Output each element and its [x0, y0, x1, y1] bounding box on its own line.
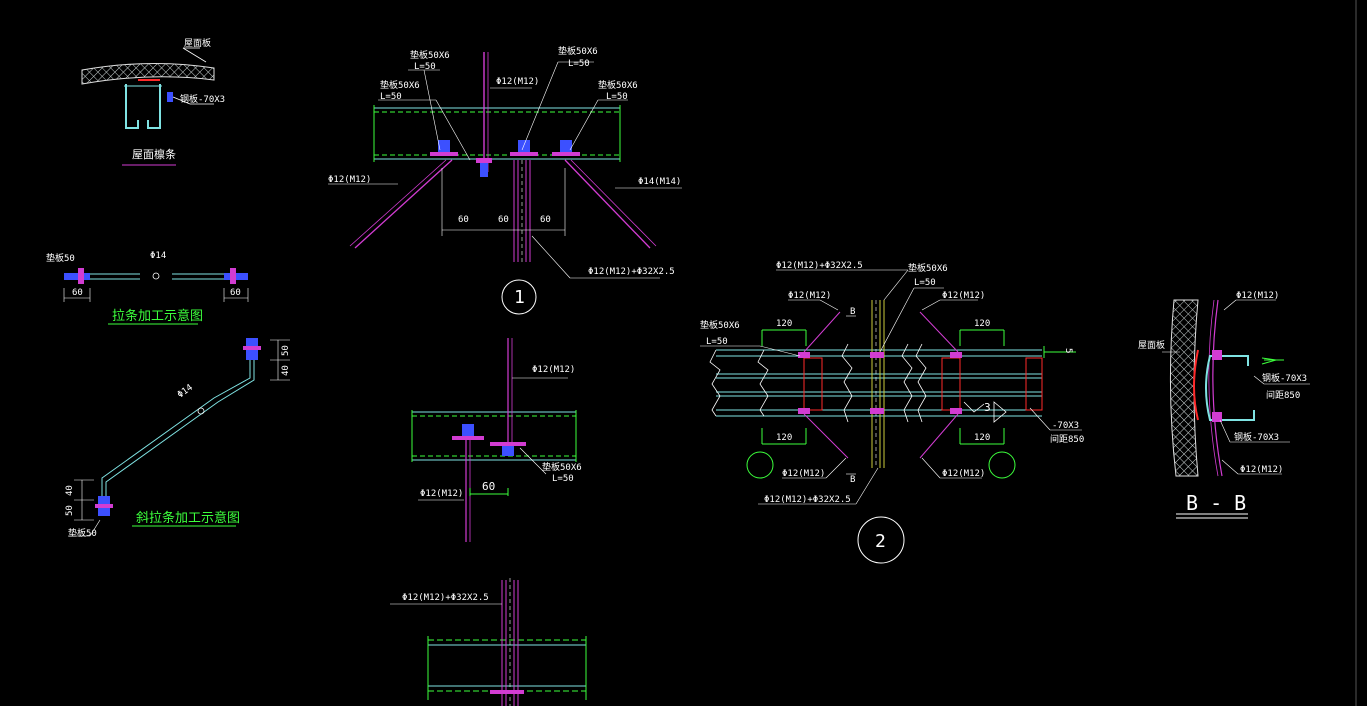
d2-plate: -70X3: [1052, 421, 1079, 431]
d2-dim-br: 120: [974, 433, 990, 443]
d1-rod-right: Φ14(M14): [638, 177, 681, 187]
d2-spacing: 间距850: [1050, 433, 1084, 445]
d1-dim-2: 60: [498, 215, 509, 225]
detail-roof-purlin: 屋面板 钢板-70X3 屋面檩条: [81, 37, 225, 166]
bb-plate-2: 钢板-70X3: [1234, 431, 1279, 443]
bb-panel: 屋面板: [1138, 339, 1165, 351]
bottom-rod: Φ12(M12)+Φ32X2.5: [402, 593, 489, 603]
d1-pad-right-len: L=50: [606, 92, 628, 102]
d2-sec-bottom: B: [850, 475, 855, 485]
tie-pad-label: 垫板50: [46, 252, 75, 264]
detail-1: 60 60 60 垫板50X6 L=50 垫板50X6 L=50 垫板50X6 …: [328, 45, 682, 315]
diag-dim-b: 40: [281, 365, 291, 376]
d2-pad-left-len: L=50: [706, 337, 728, 347]
d2-dim-bl: 120: [776, 433, 792, 443]
detail-2: Φ12(M12)+Φ32X2.5 垫板50X6 L=50 Φ12(M12) Φ1…: [700, 261, 1084, 564]
bb-rod-bottom: Φ12(M12): [1240, 465, 1283, 475]
mid-rod-top: Φ12(M12): [532, 365, 575, 375]
d2-marker-circle: [857, 516, 905, 564]
d1-rod-bottom: Φ12(M12)+Φ32X2.5: [588, 267, 675, 277]
d2-sec-top: B: [850, 307, 855, 317]
detail-tie-rod: 垫板50 Φ14 60 60 拉条加工示意图: [46, 251, 249, 325]
bolt-1b: [510, 140, 538, 156]
bb-spacing: 间距850: [1266, 389, 1300, 401]
d1-pad-right: 垫板50X6: [598, 79, 638, 91]
d1-pad-left-len: L=50: [380, 92, 402, 102]
d2-rod-br: Φ12(M12): [942, 469, 985, 479]
d1-rod-left: Φ12(M12): [328, 175, 371, 185]
diag-pad-label: 垫板50: [68, 527, 97, 539]
d2-dim-tr: 120: [974, 319, 990, 329]
mid-rod-left: Φ12(M12): [420, 489, 463, 499]
roof-purlin-title: 屋面檩条: [132, 147, 176, 161]
roof-plate-label: 钢板-70X3: [180, 93, 225, 105]
diag-dim-d: 50: [65, 505, 75, 516]
section-bb: Φ12(M12) 屋面板 钢板-70X3 间距850 钢板-70X3 Φ12(M…: [1138, 291, 1310, 519]
bb-title: B - B: [1186, 491, 1246, 515]
bb-rod-top: Φ12(M12): [1236, 291, 1279, 301]
d1-pad-top-right-len: L=50: [568, 59, 590, 69]
d2-rod-tr: Φ12(M12): [942, 291, 985, 301]
d2-pad-top-len: L=50: [914, 278, 936, 288]
diag-dim-c: 40: [65, 485, 75, 496]
tie-title: 拉条加工示意图: [112, 308, 203, 324]
d1-pad-top-left-len: L=50: [414, 62, 436, 72]
roof-panel-label: 屋面板: [184, 37, 211, 49]
mid-pad-len: L=50: [552, 474, 574, 484]
d2-rod-top-sleeve: Φ12(M12)+Φ32X2.5: [776, 261, 863, 271]
d2-pad-left: 垫板50X6: [700, 319, 740, 331]
d1-dim-1: 60: [458, 215, 469, 225]
tie-rod-label: Φ14: [150, 251, 166, 261]
mid-pad: 垫板50X6: [542, 461, 582, 473]
d1-pad-top-right: 垫板50X6: [558, 45, 598, 57]
d1-marker: 1: [514, 287, 525, 308]
diag-dim-a: 50: [281, 345, 291, 356]
diag-rod-label: Φ14: [176, 383, 195, 401]
bolt-1a: [430, 140, 458, 156]
d2-dim-side: 5: [1063, 348, 1073, 353]
d1-pad-top-left: 垫板50X6: [410, 49, 450, 61]
detail-diagonal-tie: Φ14 50 40 40 50 垫板50 斜拉条加工示意图: [65, 338, 291, 539]
tie-dim-left: 60: [72, 288, 83, 298]
d2-dim-tl: 120: [776, 319, 792, 329]
d2-rod-bl: Φ12(M12): [782, 469, 825, 479]
d2-ref-3: 3: [984, 401, 991, 414]
diag-title: 斜拉条加工示意图: [136, 510, 240, 526]
tie-dim-right: 60: [230, 288, 241, 298]
d2-rod-bottom-sleeve: Φ12(M12)+Φ32X2.5: [764, 495, 851, 505]
d1-rod-top: Φ12(M12): [496, 77, 539, 87]
d1-dim-3: 60: [540, 215, 551, 225]
d1-marker-circle: [501, 279, 537, 315]
d2-marker: 2: [875, 531, 886, 552]
d2-pad-top: 垫板50X6: [908, 262, 948, 274]
bolt-1c: [552, 140, 580, 156]
detail-middle: Φ12(M12) Φ12(M12) 垫板50X6 L=50 60: [411, 338, 582, 542]
d1-pad-left: 垫板50X6: [380, 79, 420, 91]
detail-bottom: Φ12(M12)+Φ32X2.5: [390, 578, 587, 706]
bb-plate-1: 钢板-70X3: [1262, 372, 1307, 384]
d2-rod-tl: Φ12(M12): [788, 291, 831, 301]
mid-dim: 60: [482, 480, 495, 493]
